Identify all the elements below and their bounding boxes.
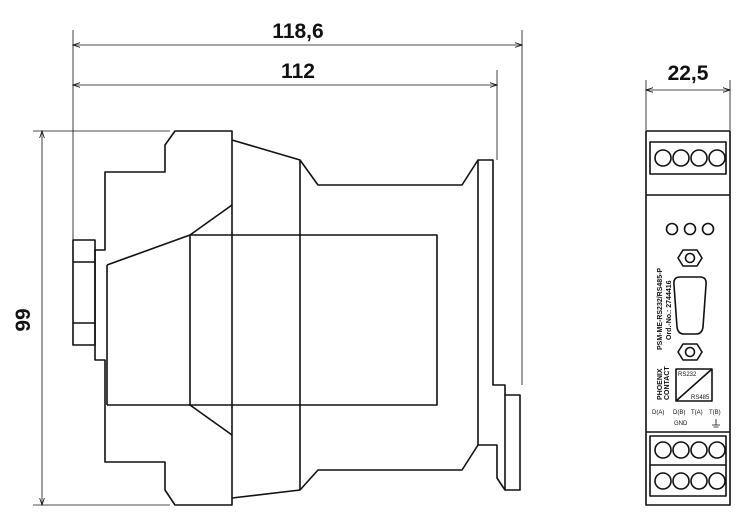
dimension-label-22-5: 22,5 <box>668 62 709 85</box>
dimension-total-depth: 118,6 <box>73 20 522 385</box>
terminal-label: D(B) <box>673 410 685 416</box>
order-number: Ord.-No.: 2744416 <box>666 280 673 340</box>
dimension-label-112: 112 <box>281 60 315 83</box>
brand-logo-2: CONTACT <box>664 366 671 400</box>
ground-icon <box>712 419 720 428</box>
front-view: PSM-ME-RS232/RS485-P Ord.-No.: 2744416 P… <box>645 130 731 506</box>
led-icon <box>701 222 715 236</box>
top-terminal-block <box>649 141 727 175</box>
terminal-label: T(B) <box>709 410 721 416</box>
rs485-label: RS485 <box>691 395 710 401</box>
model-label: PSM-ME-RS232/RS485-P <box>657 268 664 350</box>
bottom-terminal-block <box>649 435 727 497</box>
rs232-label: RS232 <box>678 372 697 378</box>
brand-logo: PHOENIX <box>657 368 664 400</box>
dimension-width: 22,5 <box>646 62 730 130</box>
converter-symbol <box>675 368 713 402</box>
dsub-connector-side <box>72 239 96 346</box>
led-icon <box>665 222 679 236</box>
side-view <box>72 130 521 506</box>
db9-connector <box>673 276 707 335</box>
terminal-label: T(A) <box>691 410 703 416</box>
dimension-body-depth: 112 <box>73 60 497 160</box>
led-icon <box>683 222 697 236</box>
dimension-label-99: 99 <box>12 308 35 331</box>
terminal-label: D(A) <box>652 410 664 416</box>
dimension-label-118-6: 118,6 <box>272 20 323 43</box>
gnd-label: GND <box>674 421 688 427</box>
dimension-height: 99 <box>12 131 170 505</box>
